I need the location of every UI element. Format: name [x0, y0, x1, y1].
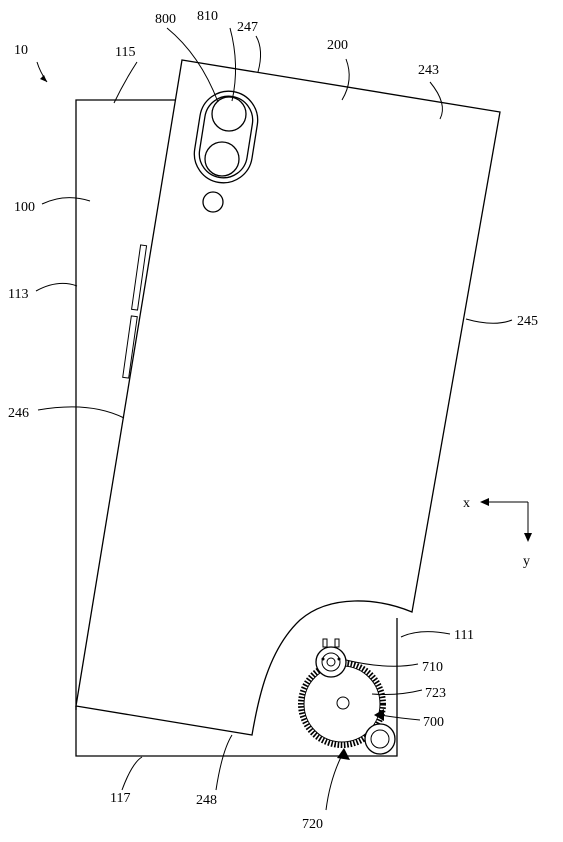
label-200: 200 — [327, 38, 348, 53]
label-247: 247 — [237, 20, 258, 35]
camera-module — [193, 90, 259, 213]
axis-label-y: y — [523, 554, 530, 569]
axis-label-x: x — [463, 496, 470, 511]
label-246: 246 — [8, 406, 29, 421]
sliding-member — [75, 59, 501, 736]
gear-hub — [336, 696, 350, 710]
label-117: 117 — [110, 791, 130, 806]
motor-inner — [321, 652, 341, 672]
label-243: 243 — [418, 63, 439, 78]
roller-outer — [364, 723, 396, 755]
label-115: 115 — [115, 45, 135, 60]
motor-outer — [315, 646, 347, 678]
flash-circle — [202, 191, 224, 213]
label-723: 723 — [425, 686, 446, 701]
leader-lines — [35, 27, 513, 811]
label-810: 810 — [197, 9, 218, 24]
camera-lens-lower — [204, 141, 240, 177]
side-button-upper — [131, 244, 148, 311]
label-111: 111 — [454, 628, 474, 643]
label-10: 10 — [14, 43, 28, 58]
reference-labels: 10 115 100 113 246 800 810 247 200 243 2… — [8, 9, 538, 832]
label-800: 800 — [155, 12, 176, 27]
coordinate-axes — [480, 498, 532, 542]
label-113: 113 — [8, 287, 28, 302]
label-245: 245 — [517, 314, 538, 329]
label-720: 720 — [302, 817, 323, 832]
label-248: 248 — [196, 793, 217, 808]
camera-lens-upper — [211, 96, 247, 132]
side-button-lower — [122, 315, 138, 379]
label-100: 100 — [14, 200, 35, 215]
drive-assembly — [298, 638, 396, 755]
label-700: 700 — [423, 715, 444, 730]
label-710: 710 — [422, 660, 443, 675]
body-housing — [75, 99, 398, 757]
roller-inner — [370, 729, 390, 749]
